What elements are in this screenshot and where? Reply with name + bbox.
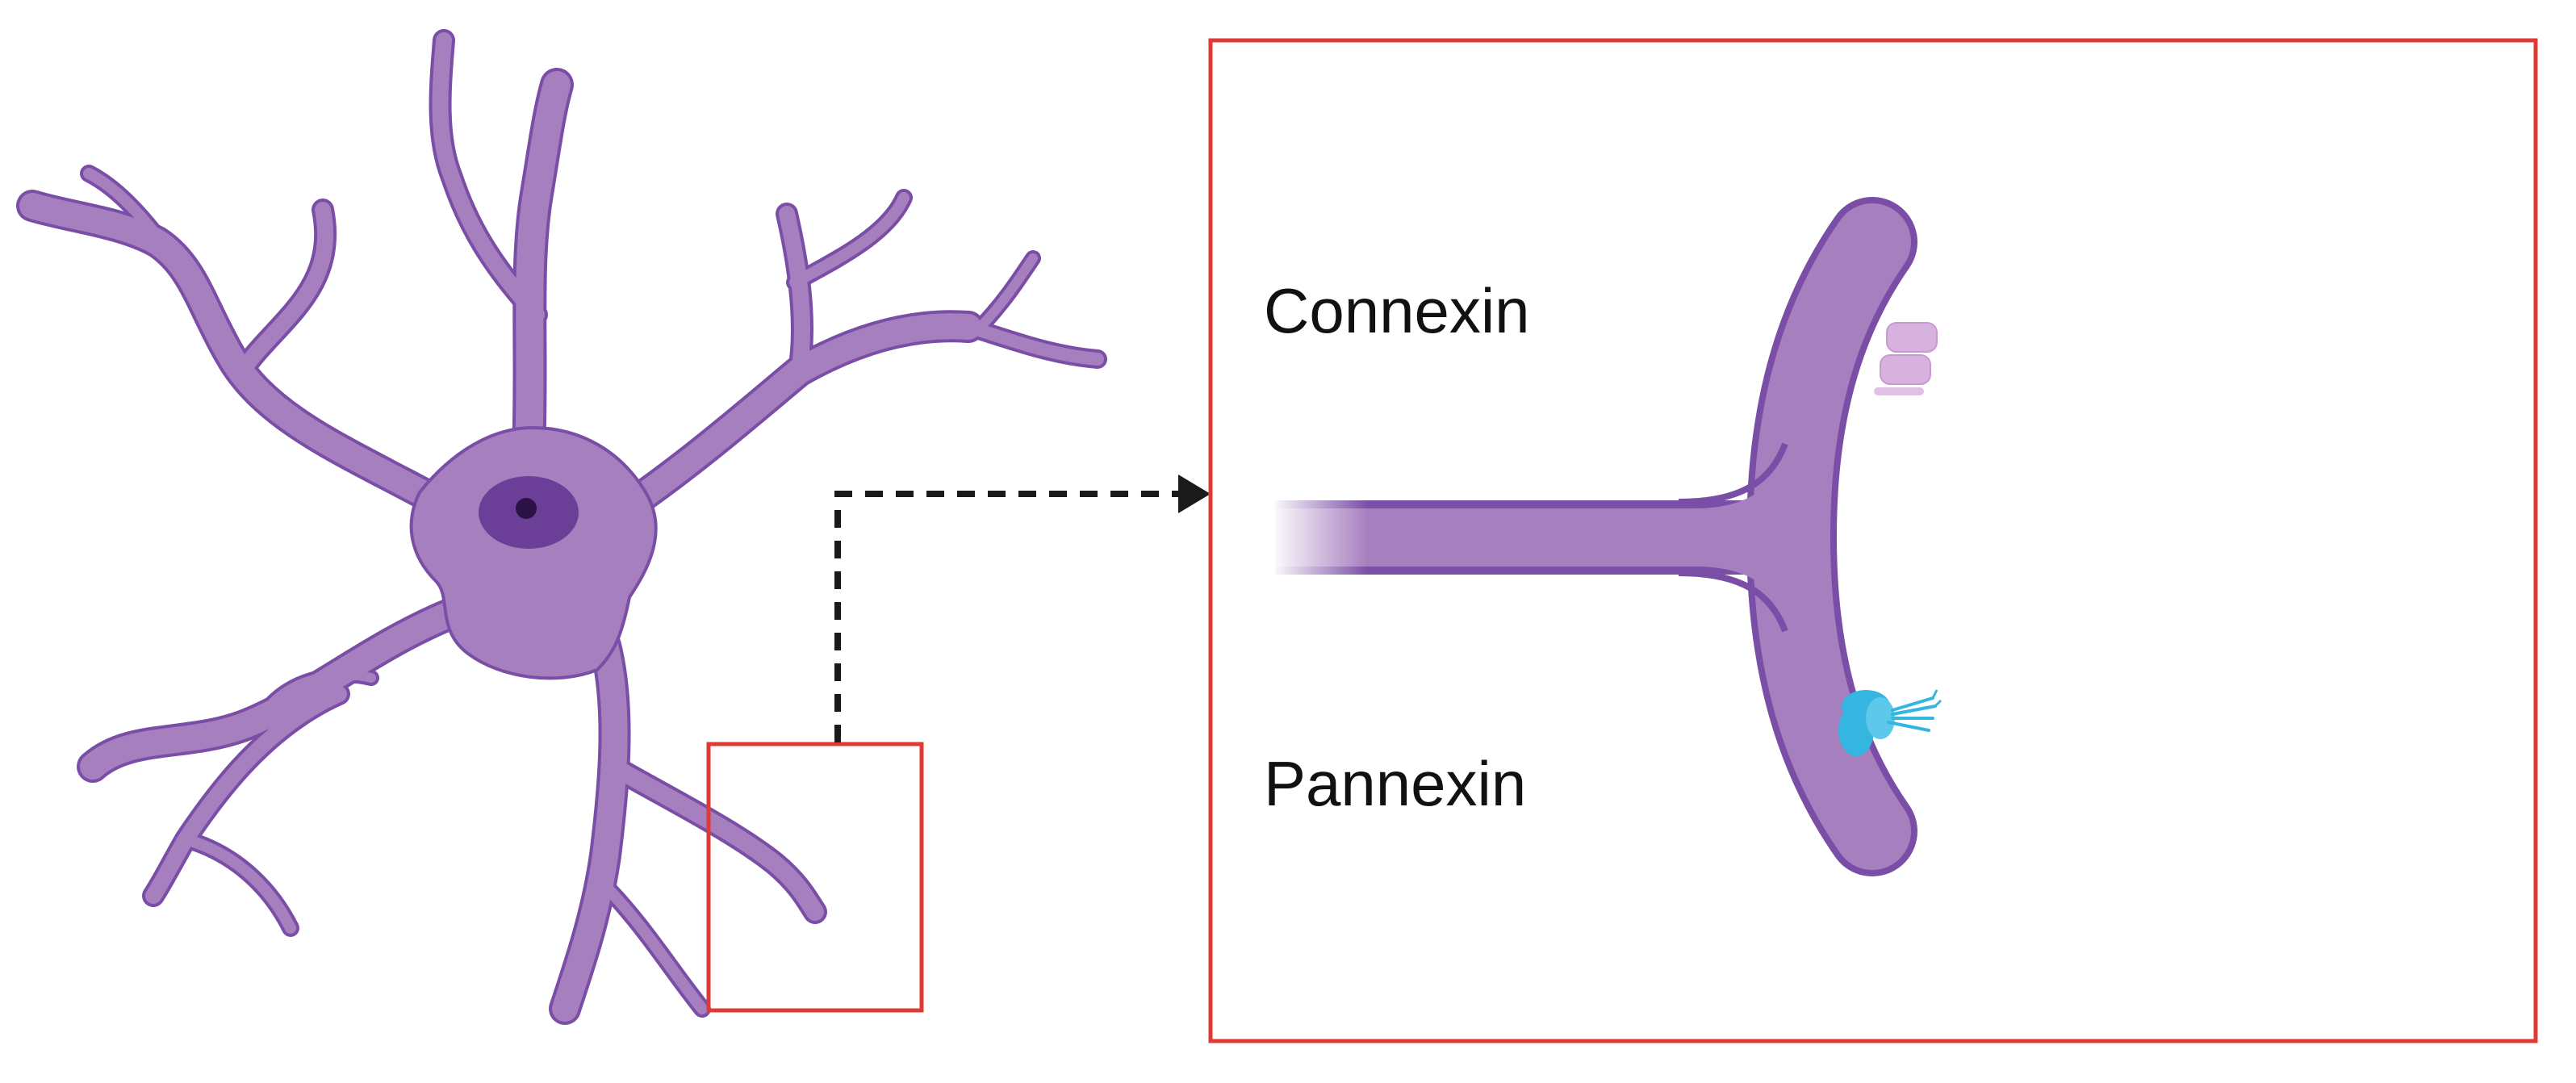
arrow-head-icon [1178, 475, 1211, 513]
astrocyte-processes-fill [19, 32, 1104, 1022]
nucleolus [516, 498, 537, 519]
connexin-label: Connexin [1264, 275, 1530, 346]
zoomed-process [1271, 197, 1917, 876]
zoom-arrow [834, 475, 1211, 742]
astrocyte-soma [409, 425, 658, 680]
pannexin-label: Pannexin [1264, 748, 1526, 819]
astrocyte-icon [16, 29, 1107, 1025]
highlight-box-small [706, 742, 924, 1013]
pannexin-channel-icon [1838, 689, 1942, 756]
connexin-channel-icon [1874, 322, 1938, 395]
